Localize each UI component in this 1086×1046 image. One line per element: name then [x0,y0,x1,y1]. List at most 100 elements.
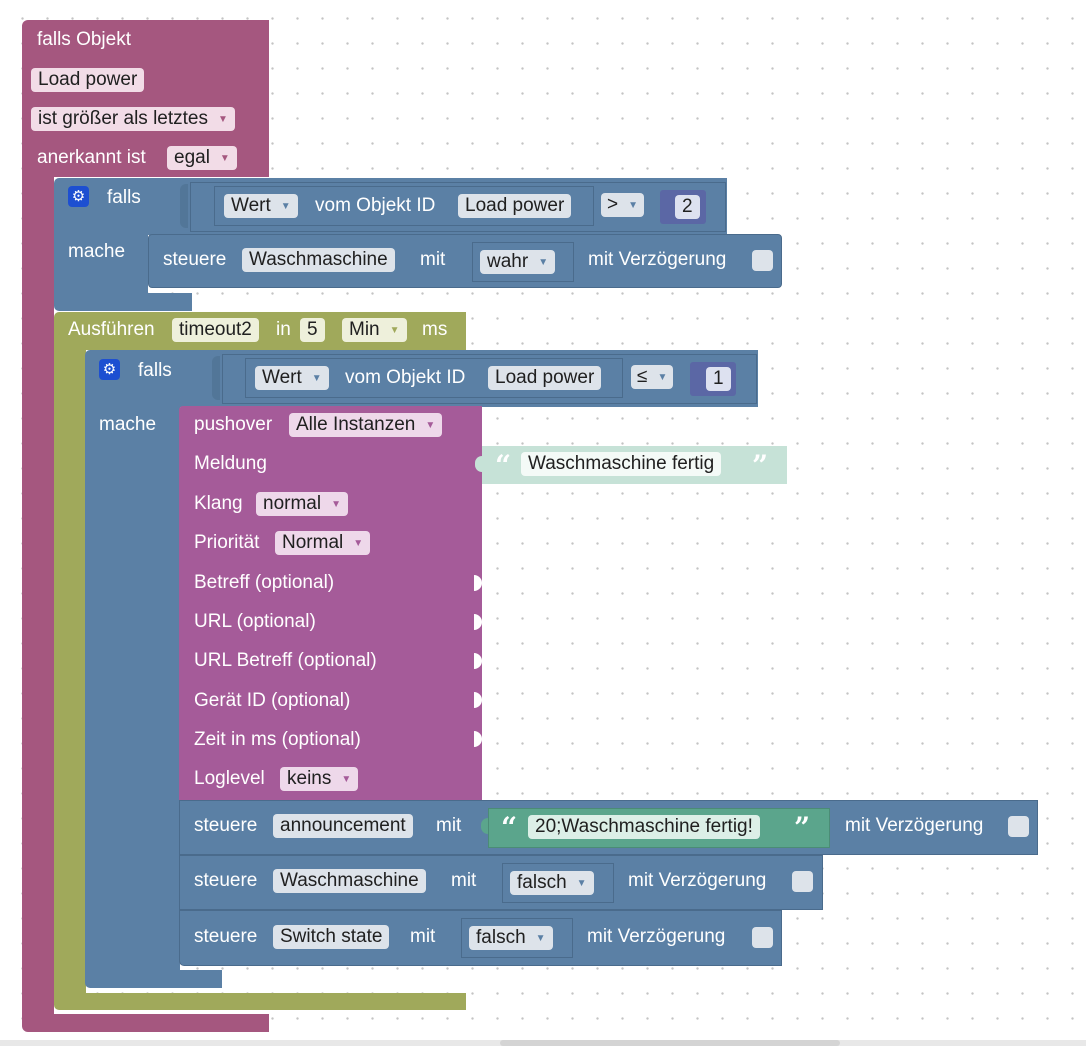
control0-steuere: steuere [194,815,258,836]
pushover-time-label: Zeit in ms (optional) [194,729,361,750]
timeout-bottom [54,993,466,1010]
if1-control-steuere: steuere [163,249,227,270]
if1-control-value-dropdown[interactable]: wahr▼ [480,250,556,274]
control0-delay-label: mit Verzögerung [845,815,984,836]
dropdown-arrow-icon: ▼ [628,200,639,211]
timeout-in-label: in [276,319,291,340]
dropdown-arrow-icon: ▼ [341,774,352,785]
if1-spine [54,230,148,295]
pushover-device-label: Gerät ID (optional) [194,690,351,711]
control2-mit: mit [410,926,436,947]
pushover-priority-dropdown[interactable]: Normal▼ [275,531,371,555]
if1-value-type: Wert [231,195,271,216]
dropdown-arrow-icon: ▼ [657,372,668,383]
gear-icon[interactable]: ⚙ [99,359,120,380]
if1-number-field[interactable]: 2 [675,195,700,219]
if1-falls-label: falls [107,187,141,208]
control2-delay-checkbox[interactable] [752,927,773,948]
pushover-url-socket [474,614,482,630]
trigger-block-footer [22,1014,269,1032]
if2-object-field[interactable]: Load power [488,366,602,390]
pushover-device-socket [474,692,482,708]
if1-control-delay-checkbox[interactable] [752,250,773,271]
control0-target[interactable]: announcement [273,814,413,838]
if2-falls-label: falls [138,360,172,381]
if1-control-target[interactable]: Waschmaschine [242,248,395,272]
control0-value[interactable]: 20;Waschmaschine fertig! [528,815,760,839]
pushover-body [179,406,482,800]
control1-delay-checkbox[interactable] [792,871,813,892]
control1-delay-label: mit Verzögerung [628,870,767,891]
quote-close-icon: ” [794,811,811,844]
if1-control-bool-block [472,242,574,282]
timeout-amount-field[interactable]: 5 [300,318,325,342]
gear-icon[interactable]: ⚙ [68,186,89,207]
pushover-message-plug [475,456,482,472]
pushover-loglevel: keins [287,768,332,789]
if1-mache-label: mache [68,241,126,262]
control0-delay-checkbox[interactable] [1008,816,1029,837]
dropdown-arrow-icon: ▼ [280,201,291,212]
pushover-loglevel-label: Loglevel [194,768,265,789]
control2-steuere: steuere [194,926,258,947]
trigger-condition-dropdown[interactable]: ist größer als letztes ▼ [31,107,235,131]
dropdown-arrow-icon: ▼ [218,114,228,125]
if2-bottom [85,970,222,988]
pushover-instance: Alle Instanzen [296,414,416,435]
trigger-ack-dropdown[interactable]: egal ▼ [167,146,237,170]
trigger-ack-label: anerkannt ist [37,147,146,168]
dropdown-arrow-icon: ▼ [331,499,341,510]
control2-value: falsch [476,927,526,948]
control2-bool-block [461,918,573,958]
trigger-object-field[interactable]: Load power [31,68,145,92]
dropdown-arrow-icon: ▼ [538,257,549,268]
dropdown-arrow-icon: ▼ [425,420,436,431]
control1-steuere: steuere [194,870,258,891]
if2-number-field[interactable]: 1 [706,367,731,391]
timeout-name-field[interactable]: timeout2 [172,318,259,342]
pushover-sound-dropdown[interactable]: normal ▼ [256,492,348,516]
if1-bottom [54,293,192,311]
if2-value-type-dropdown[interactable]: Wert▼ [255,366,329,390]
timeout-unit-dropdown[interactable]: Min ▼ [342,318,407,342]
trigger-title: falls Objekt [37,29,131,50]
pushover-instance-dropdown[interactable]: Alle Instanzen ▼ [289,413,443,437]
if1-of-object-label: vom Objekt ID [315,195,436,216]
timeout-ms-label: ms [422,319,448,340]
if2-value-type: Wert [262,367,302,388]
control2-value-dropdown[interactable]: falsch▼ [469,926,553,950]
control1-value: falsch [517,872,567,893]
control1-target[interactable]: Waschmaschine [273,869,426,893]
quote-open-icon: “ [495,449,512,482]
trigger-condition-value: ist größer als letztes [38,108,208,129]
pushover-subject-label: Betreff (optional) [194,572,335,593]
pushover-url-label: URL (optional) [194,611,316,632]
if2-spine [85,405,180,975]
control2-target[interactable]: Switch state [273,925,390,949]
horizontal-scrollbar[interactable] [500,1040,840,1046]
dropdown-arrow-icon: ▼ [576,878,587,889]
if1-control-mit: mit [420,249,446,270]
if1-object-field[interactable]: Load power [458,194,572,218]
trigger-ack-value: egal [174,147,210,168]
dropdown-arrow-icon: ▼ [389,325,400,336]
timeout-label: Ausführen [68,319,155,340]
if2-condition-socket [212,356,220,400]
if1-operator-dropdown[interactable]: >▼ [601,193,645,217]
if2-operator-dropdown[interactable]: ≤▼ [631,365,674,389]
if1-value-type-dropdown[interactable]: Wert ▼ [224,194,298,218]
pushover-message-label: Meldung [194,453,267,474]
pushover-label: pushover [194,414,273,435]
control1-mit: mit [451,870,477,891]
pushover-urltitle-label: URL Betreff (optional) [194,650,377,671]
dropdown-arrow-icon: ▼ [219,153,230,164]
if1-operator: > [607,194,619,215]
control1-bool-block [502,863,614,903]
pushover-loglevel-dropdown[interactable]: keins ▼ [280,767,359,791]
timeout-unit: Min [349,319,380,340]
pushover-sound: normal [263,493,322,514]
pushover-urltitle-socket [474,653,482,669]
pushover-message-text[interactable]: Waschmaschine fertig [521,452,722,476]
pushover-priority-label: Priorität [194,532,260,553]
control1-value-dropdown[interactable]: falsch ▼ [510,871,594,895]
